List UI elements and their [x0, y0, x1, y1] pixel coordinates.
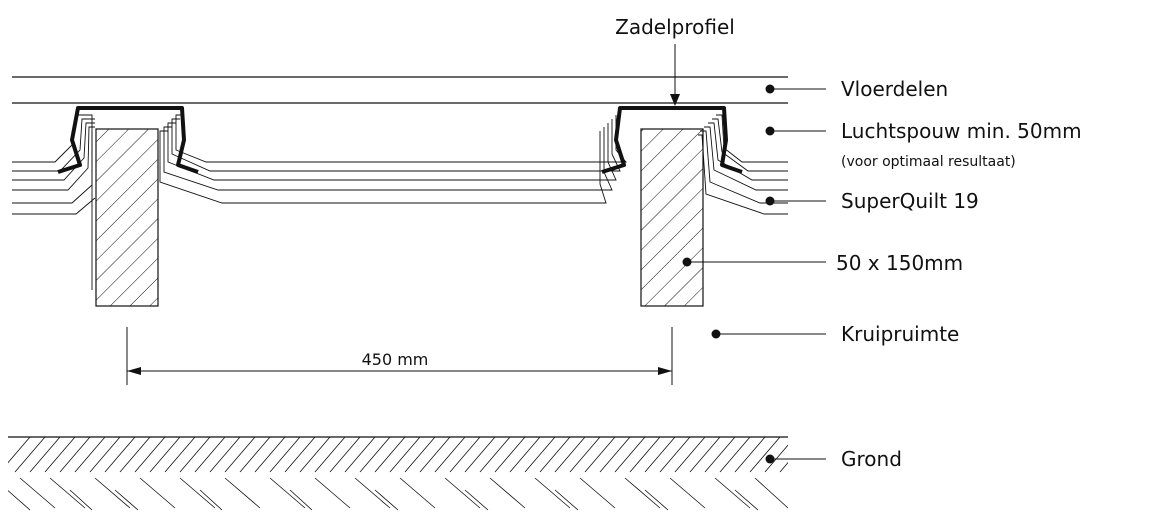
- saddle-profile-right: [601, 106, 743, 174]
- label-superquilt: SuperQuilt 19: [841, 189, 979, 213]
- leader-kruipruimte: [711, 329, 826, 339]
- leader-grond: [765, 454, 826, 464]
- joist-left: [95, 128, 159, 307]
- saddle-profile-left: [57, 106, 199, 174]
- label-luchtspouw-note: (voor optimaal resultaat): [841, 154, 1016, 170]
- leader-zadelprofiel: [670, 44, 680, 106]
- label-kruipruimte: Kruipruimte: [841, 322, 959, 346]
- leader-luchtspouw: [765, 126, 826, 136]
- dimension-line: [126, 327, 673, 385]
- label-zadelprofiel: Zadelprofiel: [615, 15, 735, 39]
- joist-right: [640, 128, 704, 307]
- label-grond: Grond: [841, 447, 902, 471]
- leader-superquilt: [765, 196, 826, 206]
- ground: [8, 436, 788, 511]
- label-vloerdelen: Vloerdelen: [841, 77, 948, 101]
- label-joist: 50 x 150mm: [836, 251, 963, 275]
- floorboards: [12, 76, 788, 104]
- label-luchtspouw: Luchtspouw min. 50mm: [841, 119, 1082, 143]
- leader-joist: [682, 257, 826, 267]
- dimension-label: 450 mm: [362, 350, 429, 369]
- leader-vloerdelen: [765, 84, 826, 94]
